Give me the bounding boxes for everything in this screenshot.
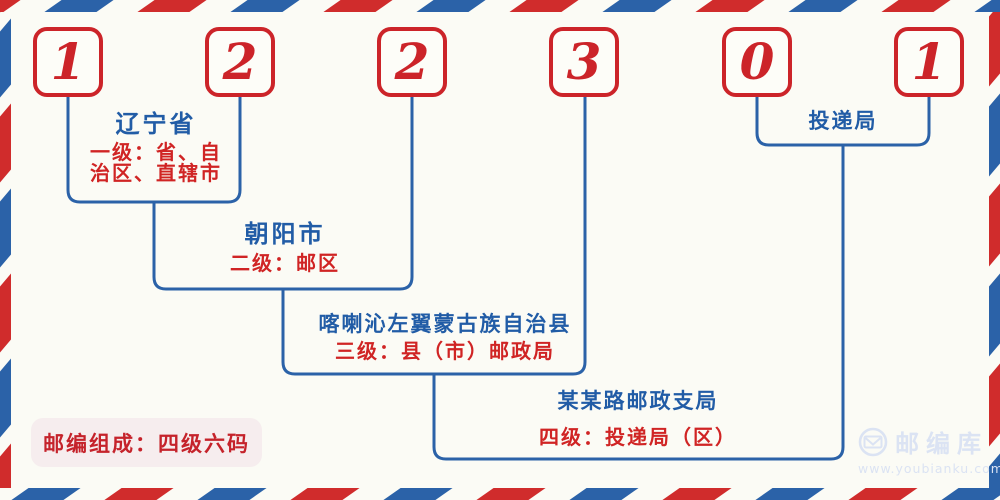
badge-text: 邮编组成：四级六码 [43,431,250,456]
border-stripe [44,0,114,12]
digit-2: 2 [222,32,258,91]
border-stripe [989,93,1000,177]
border-stripe [509,0,579,12]
border-stripe [941,488,1000,500]
site-watermark: 邮编库 www.youbianku.com [858,424,1000,476]
border-stripe [197,488,267,500]
border-stripe [602,0,672,12]
level3-group: 喀喇沁左翼蒙古族自治县 三级：县（市）邮政局 [319,313,572,361]
level1-description-line2: 治区、直辖市 [90,161,222,186]
border-stripe [0,103,11,183]
level3-region-name: 喀喇沁左翼蒙古族自治县 [318,312,572,336]
border-stripe [383,488,453,500]
airmail-border-right [989,12,1000,488]
digit-box-1: 1 [33,27,103,97]
postal-code-composition-badge: 邮编组成：四级六码 [31,418,262,467]
level2-group: 朝阳市 二级：邮区 [230,220,340,276]
level4-description: 四级：投递局（区） [539,425,737,450]
envelope-logo-icon [858,427,888,456]
border-stripe [0,273,11,353]
level3-description: 三级：县（市）邮政局 [335,339,555,364]
digit-4: 3 [566,32,602,91]
digit-1: 1 [50,32,86,91]
border-stripe [989,183,1000,267]
border-stripe [881,0,951,12]
border-stripe [974,0,1000,12]
border-stripe [0,443,11,488]
airmail-border-bottom [0,488,1000,500]
border-stripe [989,12,1000,87]
level4-region-name: 某某路邮政支局 [557,389,719,413]
level1-group: 辽宁省 一级：省、自 治区、直辖市 [90,110,222,186]
border-stripe [848,488,918,500]
border-stripe [569,488,639,500]
digit-6: 1 [911,32,947,91]
digit-box-2: 2 [205,27,275,97]
digit-3: 2 [394,32,430,91]
border-stripe [323,0,393,12]
delivery-office-group: 投递局 [809,110,878,132]
digit-box-3: 2 [377,27,447,97]
airmail-border-left [0,12,11,488]
digit-box-4: 3 [549,27,619,97]
border-stripe [0,12,11,13]
digit-5: 0 [739,32,775,91]
delivery-office-label: 投递局 [808,109,878,133]
border-stripe [0,358,11,438]
border-stripe [137,0,207,12]
border-stripe [0,18,11,98]
border-stripe [230,0,300,12]
level2-description: 二级：邮区 [230,251,340,276]
digit-box-6: 1 [894,27,964,97]
site-name: 邮编库 [895,430,988,458]
site-url-link[interactable]: www.youbianku.com [858,461,1000,476]
level2-region-name: 朝阳市 [244,220,326,248]
border-stripe [416,0,486,12]
border-stripe [11,488,81,500]
border-stripe [0,188,11,268]
border-stripe [755,488,825,500]
level1-region-name: 辽宁省 [115,110,197,138]
border-stripe [695,0,765,12]
border-stripe [476,488,546,500]
border-stripe [662,488,732,500]
digit-box-5: 0 [722,27,792,97]
airmail-border-top [0,0,1000,12]
border-stripe [989,273,1000,357]
border-stripe [290,488,360,500]
border-stripe [0,0,21,12]
border-stripe [788,0,858,12]
level1-description-line1: 一级：省、自 [90,140,222,165]
border-stripe [104,488,174,500]
level4-group: 某某路邮政支局 四级：投递局（区） [539,390,737,447]
